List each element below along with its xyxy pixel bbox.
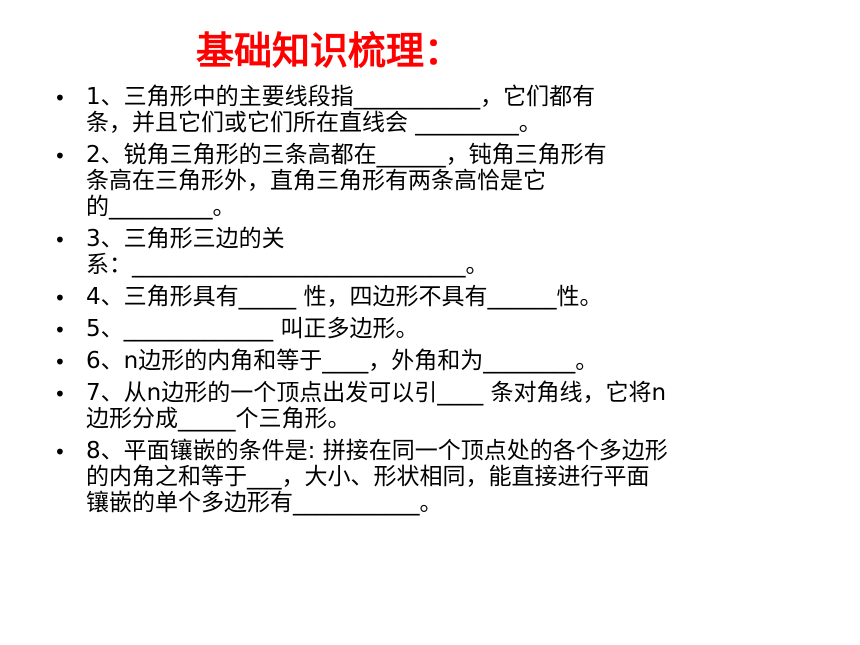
list-item: • 1、三角形中的主要线段指___________，它们都有 条，并且它们或它们… — [46, 84, 826, 136]
bullet-icon: • — [54, 440, 66, 464]
slide-title: 基础知识梳理： — [196, 28, 463, 73]
bullet-icon: • — [54, 144, 66, 168]
item-text-line: 7、从n边形的一个顶点出发可以引____ 条对角线，它将n — [86, 380, 667, 406]
item-text-line: 1、三角形中的主要线段指___________，它们都有 — [86, 84, 596, 110]
item-text-line: 系：_____________________________。 — [86, 252, 489, 278]
bullet-icon: • — [54, 86, 66, 110]
item-text-line: 条高在三角形外，直角三角形有两条高恰是它 — [86, 168, 546, 194]
bullet-icon: • — [54, 318, 66, 342]
bullet-icon: • — [54, 382, 66, 406]
list-item: • 5、_____________ 叫正多边形。 — [46, 316, 826, 342]
bullet-icon: • — [54, 350, 66, 374]
list-item: • 7、从n边形的一个顶点出发可以引____ 条对角线，它将n 边形分成____… — [46, 380, 826, 432]
list-item: • 2、锐角三角形的三条高都在______，钝角三角形有 条高在三角形外，直角三… — [46, 142, 826, 220]
item-text-line: 边形分成_____个三角形。 — [86, 406, 351, 432]
item-text-line: 4、三角形具有_____ 性，四边形不具有______性。 — [86, 284, 603, 310]
list-item: • 4、三角形具有_____ 性，四边形不具有______性。 — [46, 284, 826, 310]
item-text-line: 的_________。 — [86, 194, 236, 220]
item-text-line: 条，并且它们或它们所在直线会 _________。 — [86, 110, 542, 136]
list-item: • 6、n边形的内角和等于____，外角和为________。 — [46, 348, 826, 374]
item-text-line: 的内角之和等于___，大小、形状相同，能直接进行平面 — [86, 464, 650, 490]
item-text-line: 镶嵌的单个多边形有___________。 — [86, 490, 443, 516]
list-item: • 8、平面镶嵌的条件是: 拼接在同一个顶点处的各个多边形 的内角之和等于___… — [46, 438, 826, 516]
item-text-line: 8、平面镶嵌的条件是: 拼接在同一个顶点处的各个多边形 — [86, 438, 668, 464]
list-item: • 3、三角形三边的关 系：__________________________… — [46, 226, 826, 278]
bullet-icon: • — [54, 228, 66, 252]
knowledge-list: • 1、三角形中的主要线段指___________，它们都有 条，并且它们或它们… — [46, 84, 826, 522]
bullet-icon: • — [54, 286, 66, 310]
item-text-line: 5、_____________ 叫正多边形。 — [86, 316, 419, 342]
item-text-line: 2、锐角三角形的三条高都在______，钝角三角形有 — [86, 142, 607, 168]
item-text-line: 6、n边形的内角和等于____，外角和为________。 — [86, 348, 599, 374]
item-text-line: 3、三角形三边的关 — [86, 226, 285, 252]
